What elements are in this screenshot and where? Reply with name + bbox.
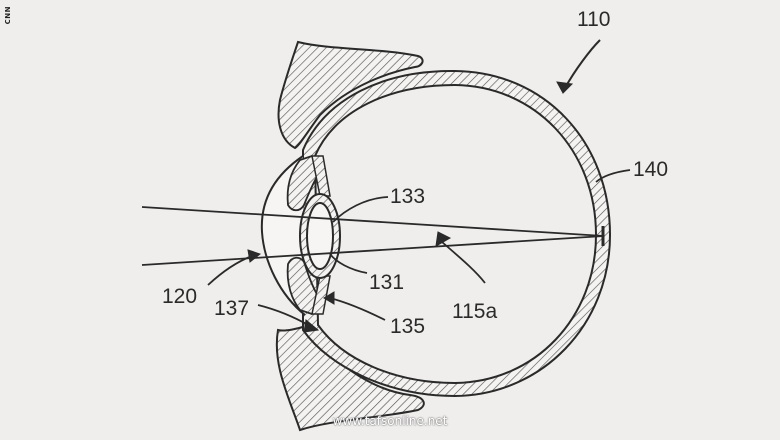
ref-120-arrow	[207, 255, 253, 286]
zonule-lower	[311, 275, 331, 315]
cnn-logo: CNN	[4, 6, 12, 25]
ref-120-arrowhead	[247, 249, 262, 263]
label-140: 140	[633, 158, 668, 181]
light-ray-upper	[141, 206, 605, 237]
ref-140-leader	[595, 169, 631, 183]
label-120: 120	[162, 285, 197, 308]
light-ray-lower	[141, 235, 605, 266]
label-137: 137	[214, 297, 249, 320]
ref-137-arrowhead	[303, 319, 320, 333]
zonule-upper	[311, 155, 331, 197]
ref-131-leader	[329, 253, 368, 274]
ref-135-arrowhead	[323, 291, 335, 305]
ref-135-arrow	[329, 297, 386, 321]
ref-133-leader	[332, 196, 389, 223]
implanted-lens	[306, 202, 334, 270]
site-watermark: www.tafsonline.net	[332, 414, 448, 428]
ref-115a-arrowhead	[435, 231, 452, 247]
label-135: 135	[390, 315, 425, 338]
upper-eyelid	[277, 40, 424, 150]
ref-110-arrow	[564, 39, 601, 89]
lower-iris	[286, 256, 321, 315]
label-133: 133	[390, 185, 425, 208]
label-110: 110	[577, 8, 610, 31]
ref-110-arrowhead	[556, 81, 574, 94]
ref-115a-arrow	[441, 241, 486, 284]
label-131: 131	[369, 271, 404, 294]
label-115a: 115a	[452, 300, 497, 323]
